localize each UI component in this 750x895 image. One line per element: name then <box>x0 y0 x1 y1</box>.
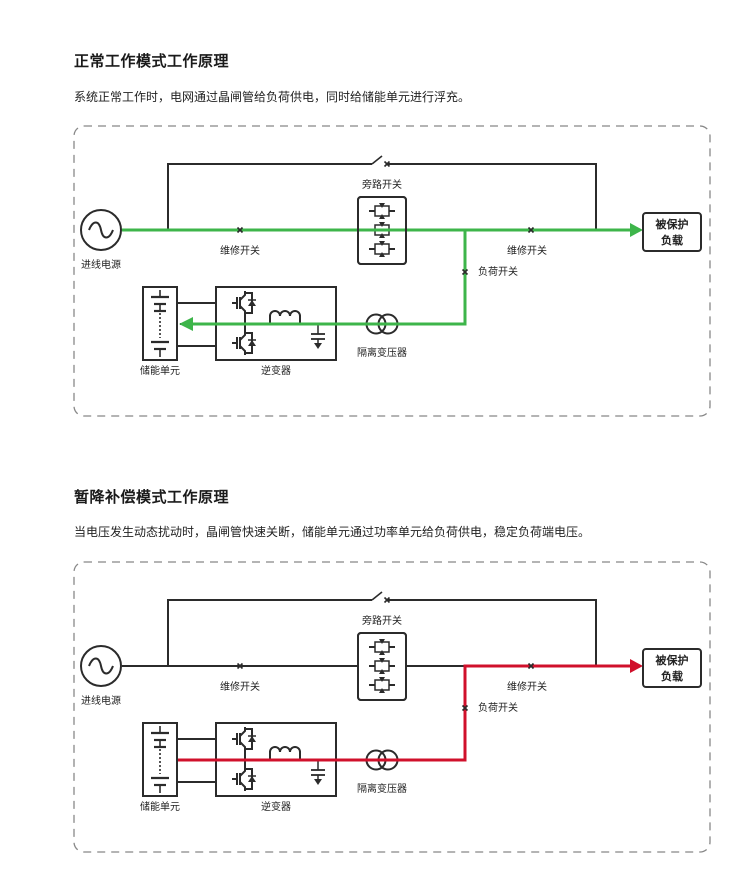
bypass-switch-label: 旁路开关 <box>362 614 402 627</box>
thyristor-forward <box>379 222 385 227</box>
thyristor-forward <box>379 203 385 208</box>
maintenance-switch-right-label: 维修开关 <box>507 244 547 257</box>
maintenance-switch-left-icon <box>236 662 244 670</box>
thyristor-pair-icon <box>369 677 395 693</box>
igbt-icon <box>232 767 256 791</box>
flow-arrow-icon <box>179 317 193 331</box>
bypass-switch-blade <box>371 155 383 165</box>
power-flow-charge <box>192 230 467 326</box>
source-label: 进线电源 <box>81 258 121 271</box>
switch-contact-stroke <box>383 596 391 604</box>
switch-contact-stroke <box>527 226 535 234</box>
battery-stack-icon <box>151 290 169 357</box>
inverter-label: 逆变器 <box>261 800 291 813</box>
thyristor-reverse <box>379 669 385 674</box>
maintenance-switch-right-icon <box>527 662 535 670</box>
source-label: 进线电源 <box>81 694 121 707</box>
section-description-sag-mode: 当电压发生动态扰动时，晶闸管快速关断，储能单元通过功率单元给负荷供电，稳定负荷端… <box>74 525 591 539</box>
thyristor-pair-icon <box>369 241 395 257</box>
switch-contact-stroke <box>527 662 535 670</box>
protected-load-label: 被保护 <box>656 653 689 667</box>
section-title-sag-mode: 暂降补偿模式工作原理 <box>74 488 230 506</box>
thyristor-reverse <box>379 650 385 655</box>
section-title-normal-mode: 正常工作模式工作原理 <box>74 52 230 70</box>
switch-contact-stroke <box>236 662 244 670</box>
sine-wave-icon <box>88 657 114 675</box>
ground-icon <box>314 343 322 349</box>
load-switch-icon <box>461 704 469 712</box>
igbt-diode <box>248 300 256 306</box>
thyristor-pair-icon <box>369 203 395 219</box>
load-switch-label: 负荷开关 <box>478 701 518 714</box>
maintenance-switch-left-icon <box>236 226 244 234</box>
thyristor-pair-icon <box>369 639 395 655</box>
flow-arrow-icon <box>630 659 643 673</box>
thyristor-forward <box>379 677 385 682</box>
storage-unit-box <box>142 722 178 797</box>
thyristor-forward <box>379 658 385 663</box>
power-flow-compensation <box>178 664 630 762</box>
maintenance-switch-right-label: 维修开关 <box>507 680 547 693</box>
section-description-normal-mode: 系统正常工作时，电网通过晶闸管给负荷供电，同时给储能单元进行浮充。 <box>74 90 471 104</box>
protected-load-label: 被保护 <box>656 217 689 231</box>
switch-contact-stroke <box>461 704 469 712</box>
thyristor-reverse <box>379 214 385 219</box>
thyristor-reverse <box>379 233 385 238</box>
bypass-wire <box>167 599 597 666</box>
igbt-icon <box>232 291 256 315</box>
storage-unit-box <box>142 286 178 361</box>
thyristor-module-outline <box>357 196 407 265</box>
capacitor-icon <box>311 760 325 785</box>
thyristor-forward <box>379 639 385 644</box>
capacitor-icon <box>311 324 325 349</box>
switch-contact-stroke <box>383 160 391 168</box>
igbt-diode <box>248 736 256 742</box>
bypass-wire <box>167 163 597 230</box>
switch-contact-stroke <box>461 268 469 276</box>
inductor-icon <box>269 310 301 324</box>
thyristor-forward <box>379 241 385 246</box>
thyristor-reverse <box>379 688 385 693</box>
protected-load-box <box>642 648 702 688</box>
igbt-diode <box>248 776 256 782</box>
load-switch-icon <box>461 268 469 276</box>
igbt-icon <box>232 727 256 751</box>
maintenance-switch-left-label: 维修开关 <box>220 680 260 693</box>
dashed-border <box>73 125 711 417</box>
ground-icon <box>314 779 322 785</box>
inverter-label: 逆变器 <box>261 364 291 377</box>
maintenance-switch-right-icon <box>527 226 535 234</box>
protected-load-box <box>642 212 702 252</box>
dashed-border <box>73 561 711 853</box>
load-switch-label: 负荷开关 <box>478 265 518 278</box>
protected-load-label: 负载 <box>661 233 683 247</box>
protected-load-label: 负载 <box>661 669 683 683</box>
bypass-switch-contact-icon <box>383 160 391 168</box>
igbt-icon <box>232 331 256 355</box>
battery-stack-icon <box>151 726 169 793</box>
isolation-transformer-label: 隔离变压器 <box>357 346 407 359</box>
storage-unit-label: 储能单元 <box>140 800 180 813</box>
igbt-diode <box>248 340 256 346</box>
bypass-switch-blade <box>371 591 383 601</box>
maintenance-switch-left-label: 维修开关 <box>220 244 260 257</box>
inductor-icon <box>269 746 301 760</box>
flow-arrow-icon <box>630 223 643 237</box>
thyristor-reverse <box>379 252 385 257</box>
bypass-switch-label: 旁路开关 <box>362 178 402 191</box>
storage-unit-label: 储能单元 <box>140 364 180 377</box>
sine-wave-icon <box>88 221 114 239</box>
bypass-switch-contact-icon <box>383 596 391 604</box>
isolation-transformer-label: 隔离变压器 <box>357 782 407 795</box>
thyristor-module-outline <box>357 632 407 701</box>
thyristor-pair-icon <box>369 658 395 674</box>
switch-contact-stroke <box>236 226 244 234</box>
